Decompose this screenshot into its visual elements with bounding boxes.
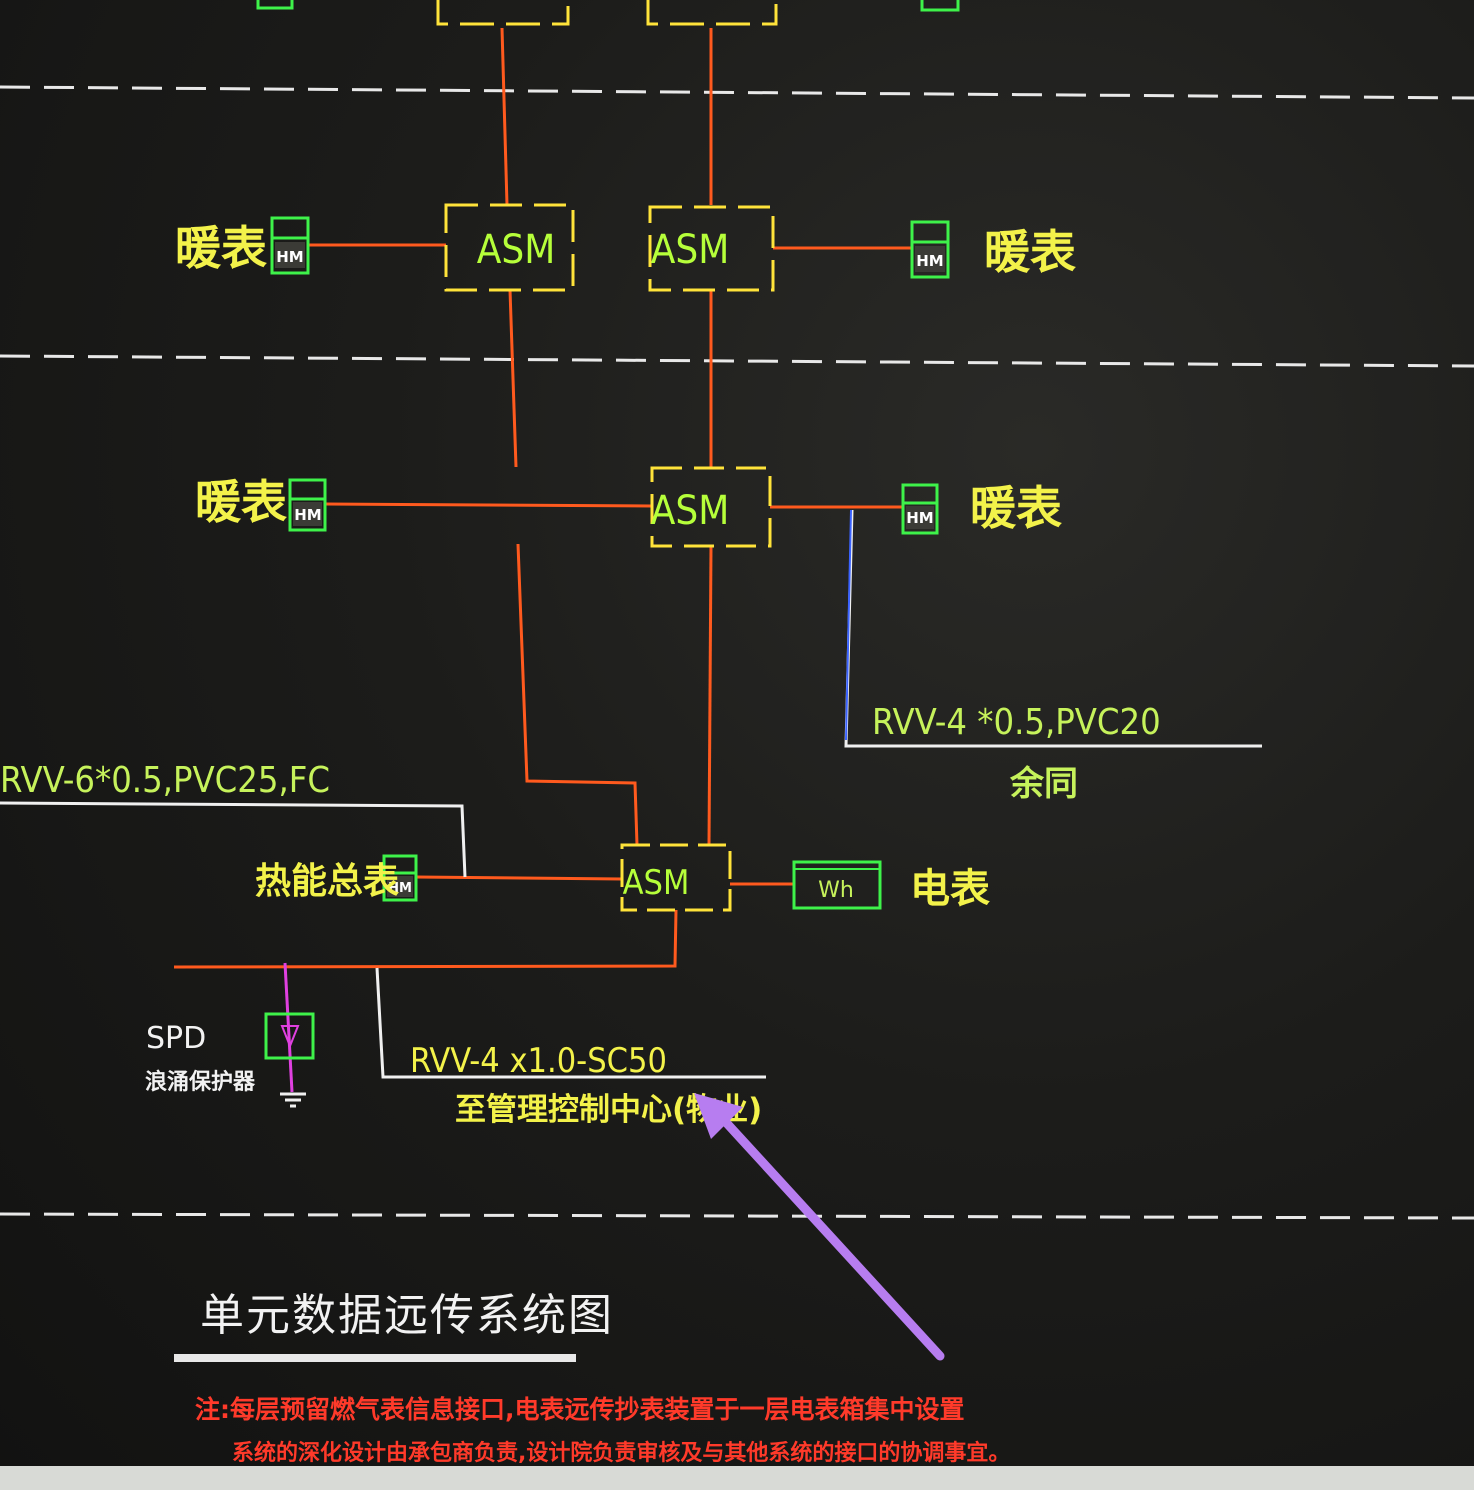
asm-unit: ASM: [444, 203, 575, 292]
screen-bezel: [0, 1466, 1474, 1490]
heat-meter-tag: HM: [294, 506, 321, 524]
heat-meter: HM: [910, 220, 950, 279]
meter-top-partial: [256, 0, 960, 12]
total-heat-meter: HM: [382, 854, 418, 902]
annotation-arrow-icon: [694, 1093, 945, 1361]
bus-left-upper: [500, 27, 509, 206]
asm-unit: ASM: [620, 843, 732, 912]
bus-left-lower: [516, 543, 639, 846]
total-heat-meter-label: 热能总表: [255, 861, 399, 902]
heat-meter: HM: [288, 478, 327, 532]
heat-meter-tag: HM: [916, 252, 943, 270]
asm-unit: ASM: [648, 205, 775, 292]
asm-label: ASM: [477, 227, 556, 273]
asm-label: ASM: [623, 863, 690, 903]
note-line-1: 注:每层预留燃气表信息接口,电表远传抄表装置于一层电表箱集中设置: [195, 1395, 965, 1424]
bus-right-lower: [707, 545, 713, 846]
heat-meter-label: 暖表: [970, 481, 1062, 535]
callout-rvv4-sc50: [375, 967, 766, 1079]
note-line-2: 系统的深化设计由承包商负责,设计院负责审核及与其他系统的接口的协调事宜。: [232, 1440, 1010, 1466]
electric-meter-tag: Wh: [818, 878, 854, 903]
spd-symbol: [264, 962, 315, 1108]
cable-spec-rvv4-sc50: RVV-4 x1.0-SC50: [410, 1041, 667, 1081]
asm-label: ASM: [651, 227, 730, 273]
heat-meter-tag: HM: [906, 509, 933, 527]
spd-label: SPD: [146, 1021, 206, 1056]
heat-meter-label: 暖表: [175, 221, 267, 275]
cable-spec-rvv6: RVV-6*0.5,PVC25,FC: [0, 760, 330, 801]
asm-label: ASM: [651, 488, 730, 534]
heat-meter-label: 暖表: [195, 475, 287, 529]
floor-divider-3: [0, 1212, 1474, 1220]
heat-meter-tag: HM: [276, 248, 303, 266]
cable-spec-rvv4-pvc20: RVV-4 *0.5,PVC20: [872, 702, 1161, 743]
asm-box-top-partial: [436, 0, 778, 26]
cable-spec-note: 余同: [1009, 764, 1078, 804]
bus-lines: [173, 27, 912, 969]
callout-rvv6: [0, 801, 467, 878]
bus-left-mid: [508, 289, 518, 468]
floor-divider-1: [0, 85, 1474, 100]
electric-meter-label: 电表: [910, 866, 990, 912]
link-total-heat-meter: [415, 875, 623, 881]
callout-blue-edge: [845, 509, 852, 741]
electric-meter: Wh: [792, 860, 882, 910]
asm-unit: ASM: [650, 466, 772, 548]
trunk-to-control-center: [173, 909, 678, 969]
heat-meter-tag: HM: [388, 881, 412, 896]
heat-meter: HM: [270, 216, 310, 275]
asm-top-left-edge: [436, 0, 570, 26]
heat-meter-label: 暖表: [984, 225, 1076, 279]
diagram-title: 单元数据远传系统图: [200, 1290, 614, 1341]
floor-divider-2: [0, 354, 1474, 368]
heat-meter: HM: [901, 483, 939, 535]
floor-separators: [0, 85, 1474, 1220]
spd-sub-label: 浪涌保护器: [145, 1069, 256, 1095]
asm-top-right-edge: [646, 0, 778, 26]
link-hm-left-mid: [324, 502, 653, 508]
